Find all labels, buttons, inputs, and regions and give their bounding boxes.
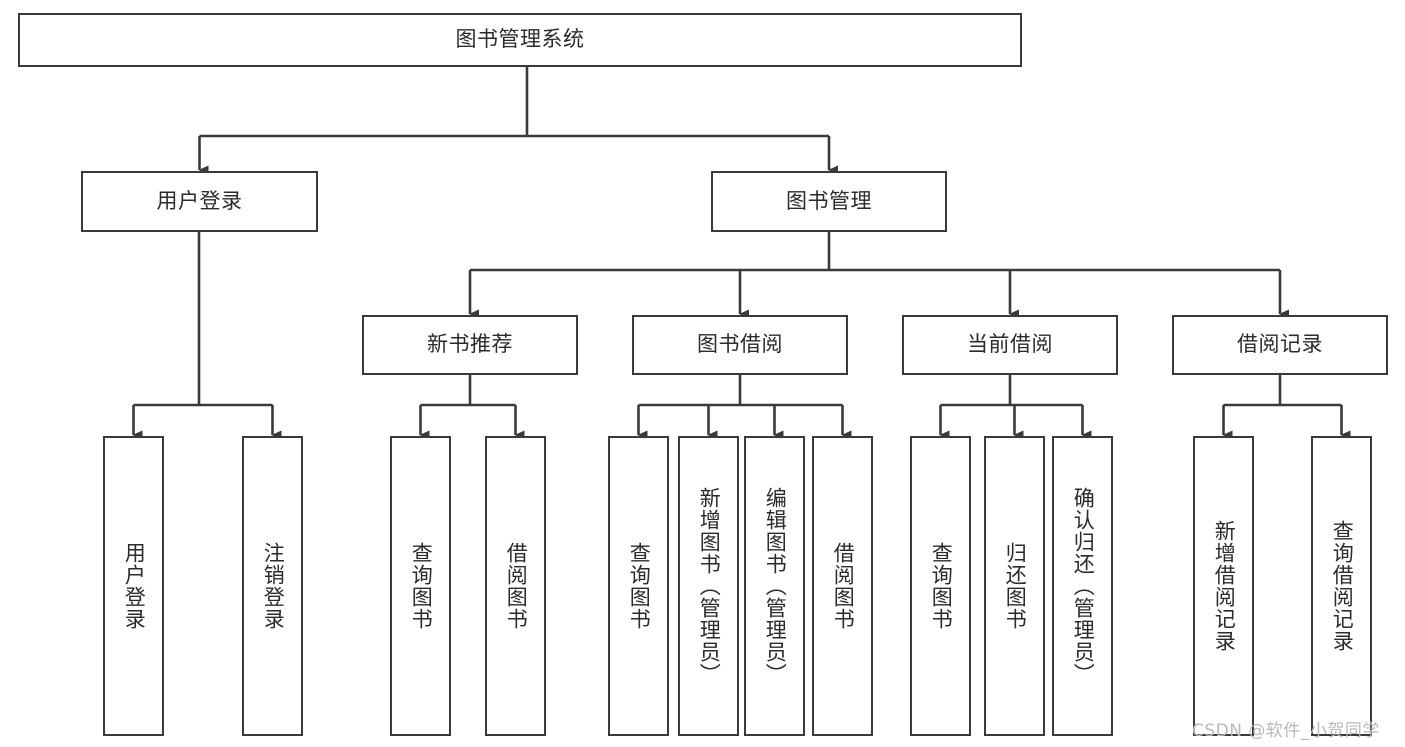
- node-leaf-rec-borrow[interactable]: 借阅图书: [485, 436, 546, 736]
- node-label-current-borrow: 当前借阅: [967, 332, 1053, 357]
- node-label-book-manage: 图书管理: [786, 188, 872, 213]
- node-leaf-user-logout[interactable]: 注销登录: [242, 436, 303, 736]
- node-leaf-rec-query[interactable]: 查询图书: [390, 436, 451, 736]
- node-label-leaf-borrow-add: 新增图书（管理员）: [697, 487, 722, 685]
- node-label-borrow-record: 借阅记录: [1237, 332, 1323, 357]
- node-new-book-rec[interactable]: 新书推荐: [362, 315, 578, 375]
- node-label-user-login: 用户登录: [156, 188, 243, 213]
- node-label-root: 图书管理系统: [455, 27, 585, 52]
- node-leaf-user-login[interactable]: 用户登录: [103, 436, 164, 736]
- node-book-manage[interactable]: 图书管理: [711, 171, 947, 232]
- node-leaf-cur-query[interactable]: 查询图书: [910, 436, 971, 736]
- node-leaf-rcd-add[interactable]: 新增借阅记录: [1193, 436, 1254, 736]
- node-label-leaf-user-login: 用户登录: [122, 542, 147, 630]
- node-leaf-borrow-query[interactable]: 查询图书: [608, 436, 669, 736]
- node-label-leaf-user-logout: 注销登录: [261, 542, 286, 630]
- node-label-leaf-cur-confirm: 确认归还（管理员）: [1071, 487, 1096, 685]
- node-leaf-rcd-query[interactable]: 查询借阅记录: [1311, 436, 1372, 736]
- node-label-new-book-rec: 新书推荐: [427, 332, 513, 357]
- node-label-leaf-borrow-edit: 编辑图书（管理员）: [763, 487, 788, 685]
- node-label-leaf-rcd-query: 查询借阅记录: [1330, 520, 1355, 652]
- node-label-leaf-cur-query: 查询图书: [929, 542, 954, 630]
- node-book-borrow[interactable]: 图书借阅: [632, 315, 848, 375]
- edge-lines: [132, 67, 1351, 440]
- node-leaf-borrow-lend[interactable]: 借阅图书: [812, 436, 873, 736]
- node-label-leaf-cur-return: 归还图书: [1003, 542, 1028, 630]
- node-label-leaf-rec-query: 查询图书: [409, 542, 434, 630]
- node-root[interactable]: 图书管理系统: [18, 13, 1022, 67]
- node-label-leaf-rec-borrow: 借阅图书: [504, 542, 529, 630]
- node-label-leaf-rcd-add: 新增借阅记录: [1212, 520, 1237, 652]
- node-label-leaf-borrow-query: 查询图书: [627, 542, 652, 630]
- node-leaf-cur-return[interactable]: 归还图书: [984, 436, 1045, 736]
- node-label-book-borrow: 图书借阅: [697, 332, 783, 357]
- node-leaf-cur-confirm[interactable]: 确认归还（管理员）: [1052, 436, 1113, 736]
- csdn-watermark: CSDN @软件_小贺同学: [1192, 721, 1380, 741]
- node-leaf-borrow-edit[interactable]: 编辑图书（管理员）: [744, 436, 805, 736]
- node-current-borrow[interactable]: 当前借阅: [902, 315, 1118, 375]
- node-leaf-borrow-add[interactable]: 新增图书（管理员）: [678, 436, 739, 736]
- node-label-leaf-borrow-lend: 借阅图书: [831, 542, 856, 630]
- node-user-login[interactable]: 用户登录: [81, 171, 318, 232]
- node-borrow-record[interactable]: 借阅记录: [1172, 315, 1388, 375]
